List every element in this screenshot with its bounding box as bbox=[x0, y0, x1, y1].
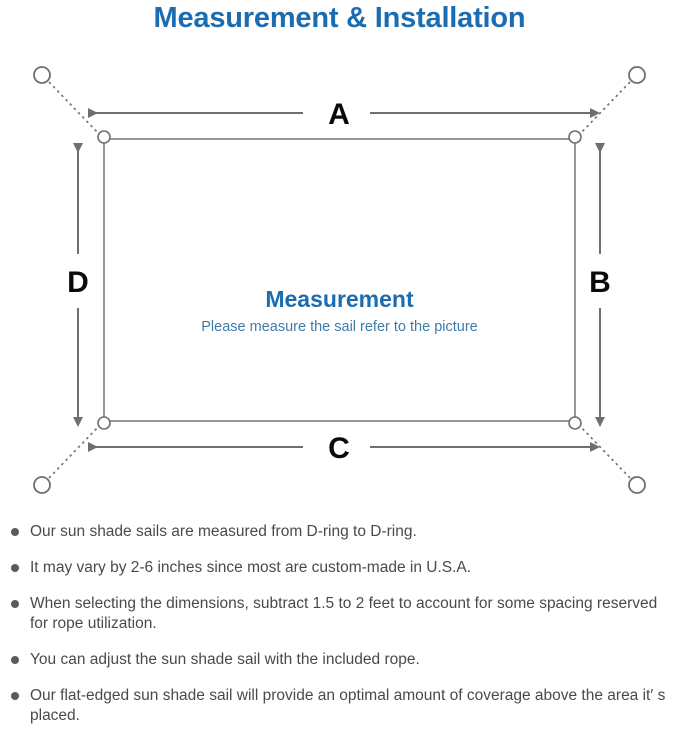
list-item: Our sun shade sails are measured from D-… bbox=[0, 522, 679, 542]
dimension-label-c: C bbox=[328, 432, 350, 465]
rope-line-top-right bbox=[578, 81, 631, 136]
anchor-circle-bottom-right bbox=[628, 476, 646, 494]
note-text: Our sun shade sails are measured from D-… bbox=[30, 523, 417, 540]
d-rings bbox=[97, 130, 582, 430]
list-item: When selecting the dimensions, subtract … bbox=[0, 594, 679, 634]
page-title: Measurement & Installation bbox=[153, 2, 526, 34]
sail-heading: Measurement bbox=[265, 286, 414, 312]
list-item: It may vary by 2-6 inches since most are… bbox=[0, 558, 679, 578]
d-ring-top-left bbox=[97, 130, 111, 144]
d-ring-bottom-right bbox=[568, 416, 582, 430]
rope-lines bbox=[48, 81, 631, 479]
anchor-circle-bottom-left bbox=[33, 476, 51, 494]
rope-line-bottom-left bbox=[48, 424, 101, 479]
dimension-label-a: A bbox=[328, 98, 350, 131]
dimension-label-d: D bbox=[67, 266, 89, 299]
sail-outline bbox=[103, 138, 576, 422]
bullet-icon bbox=[11, 692, 19, 700]
note-text: You can adjust the sun shade sail with t… bbox=[30, 651, 420, 668]
note-text: When selecting the dimensions, subtract … bbox=[30, 595, 658, 632]
d-ring-bottom-left bbox=[97, 416, 111, 430]
list-item: You can adjust the sun shade sail with t… bbox=[0, 650, 679, 670]
d-ring-top-right bbox=[568, 130, 582, 144]
bullet-icon bbox=[11, 656, 19, 664]
sail-subheading: Please measure the sail refer to the pic… bbox=[201, 319, 478, 335]
notes-list: Our sun shade sails are measured from D-… bbox=[0, 522, 679, 742]
bullet-icon bbox=[11, 600, 19, 608]
sun-shade-sail-measurement-diagram: A C D B Measurement Please measure the s… bbox=[0, 42, 679, 512]
note-text: Our flat-edged sun shade sail will provi… bbox=[30, 687, 666, 724]
list-item: Our flat-edged sun shade sail will provi… bbox=[0, 686, 679, 726]
bullet-icon bbox=[11, 528, 19, 536]
anchor-points bbox=[33, 66, 646, 494]
rope-line-top-left bbox=[48, 81, 101, 136]
dimension-label-b: B bbox=[589, 266, 611, 299]
anchor-circle-top-right bbox=[628, 66, 646, 84]
anchor-circle-top-left bbox=[33, 66, 51, 84]
note-text: It may vary by 2-6 inches since most are… bbox=[30, 559, 472, 576]
rope-line-bottom-right bbox=[578, 424, 631, 479]
bullet-icon bbox=[11, 564, 19, 572]
